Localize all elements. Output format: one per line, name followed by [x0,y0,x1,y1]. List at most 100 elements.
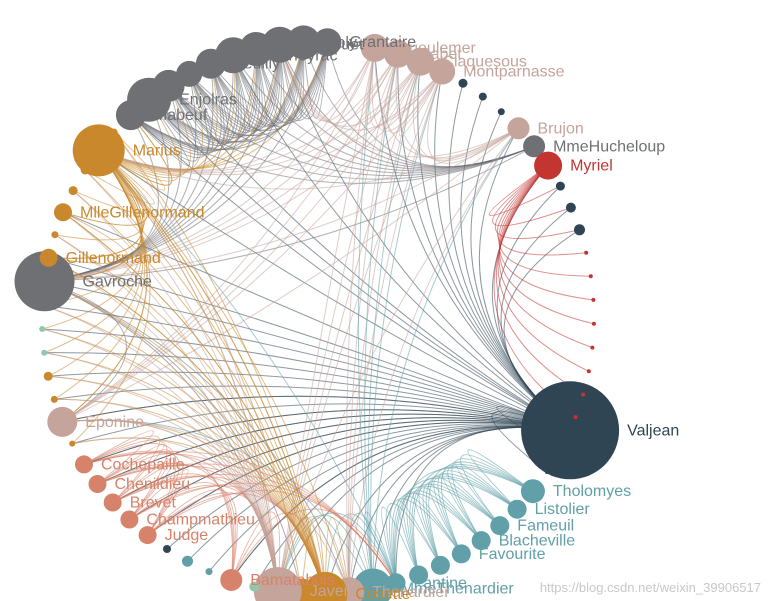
graph-node-bamatabois[interactable] [220,569,243,591]
graph-node[interactable] [545,470,549,474]
graph-edge [98,55,236,173]
node-label: Courfeyrac [259,47,337,64]
graph-node[interactable] [555,181,565,191]
graph-node-montparnasse[interactable] [429,58,456,85]
graph-node[interactable] [68,186,78,196]
graph-node[interactable] [574,224,585,236]
graph-edge [148,42,328,143]
graph-edge [253,426,571,587]
graph-node-combeferre[interactable] [152,69,185,102]
node-label: Fameuil [517,518,574,535]
graph-node[interactable] [110,128,118,136]
graph-node-marius[interactable] [72,124,125,177]
graph-node[interactable] [591,321,596,326]
graph-edge [392,485,501,583]
graph-edge [499,165,595,325]
graph-edge [72,190,326,595]
graph-node-gueulemer[interactable] [360,33,389,62]
watermark: https://blog.csdn.net/weixin_39906517 [539,580,761,595]
graph-node[interactable] [497,108,505,116]
graph-node[interactable] [581,392,586,397]
graph-node[interactable] [478,92,487,101]
graph-edge [232,42,304,124]
graph-node[interactable] [43,371,53,381]
graph-node-gavroche[interactable] [14,251,75,312]
node-label: Feuilly [234,56,280,73]
graph-node-gillenormand[interactable] [39,248,58,267]
graph-edge [279,44,519,158]
graph-edge [422,480,501,566]
graph-node-mllegillenormand[interactable] [54,203,72,222]
graph-labels: ValjeanTholomyesListolierFameuilBlachevi… [66,34,680,601]
node-label: Chenildieu [115,476,191,493]
graph-edge [148,44,281,144]
graph-edge [230,508,397,584]
graph-edge [168,42,328,137]
graph-node-joly[interactable] [286,25,321,60]
graph-edge [54,150,146,400]
node-label: Claquesous [442,54,527,71]
graph-node-judge[interactable] [138,526,157,545]
graph-edge [42,304,279,592]
graph-node[interactable] [51,231,59,239]
graph-node-dahlia[interactable] [430,555,450,575]
graph-node-mmehucheloup[interactable] [523,135,546,158]
graph-node-chenildieu[interactable] [88,475,107,493]
graph-node-brujon[interactable] [507,117,530,140]
graph-edge [255,42,328,121]
graph-edge [303,42,535,168]
graph-node[interactable] [586,369,591,374]
graph-node[interactable] [249,581,260,592]
graph-node[interactable] [182,555,193,567]
graph-node-babet[interactable] [383,39,412,68]
graph-node[interactable] [69,440,76,447]
graph-edge [44,280,571,431]
graph-node[interactable] [39,326,46,332]
graph-edge [130,73,209,159]
graph-node-javert[interactable] [253,567,302,601]
graph-node[interactable] [205,568,213,576]
graph-edge [62,150,148,226]
graph-node-myriel[interactable] [534,151,563,180]
graph-node-grantaire[interactable] [313,28,342,57]
graph-edge [406,490,482,576]
graph-node[interactable] [573,415,578,420]
graph-edge [498,165,593,349]
graph-node-listolier[interactable] [507,499,527,519]
graph-node[interactable] [348,41,354,47]
graph-edge [230,511,281,592]
graph-node-valjean[interactable] [521,381,620,480]
graph-node-brevet[interactable] [103,493,122,512]
graph-node-champmathieu[interactable] [120,510,139,529]
graph-edge [97,462,234,581]
graph-node[interactable] [565,202,576,213]
graph-node[interactable] [50,395,58,403]
graph-edge [97,444,165,503]
graph-edge [279,44,421,127]
graph-edge [54,150,146,241]
graph-node-eponine[interactable] [47,406,78,437]
graph-node-claquesous[interactable] [406,47,435,76]
graph-edge [370,71,443,589]
graph-node[interactable] [41,349,48,356]
graph-node-fameuil[interactable] [490,516,510,536]
graph-node[interactable] [557,449,562,454]
graph-node[interactable] [590,345,595,350]
graph-node-zephine[interactable] [409,565,429,585]
graph-node-cochepaille[interactable] [75,455,93,474]
graph-edge [44,352,571,431]
graph-edge [97,453,180,536]
graph-node[interactable] [591,297,596,302]
graph-node-tholomyes[interactable] [520,479,545,504]
graph-node-favourite[interactable] [451,544,471,564]
graph-node-blacheville[interactable] [471,531,491,551]
graph-node-prouvaire[interactable] [176,60,203,87]
graph-node[interactable] [584,250,589,255]
graph-node[interactable] [588,274,593,279]
graph-node[interactable] [458,78,468,88]
graph-node[interactable] [163,545,171,553]
graph-edge [42,304,326,595]
graph-edge [428,483,482,555]
graph-edge [98,131,166,191]
node-label: Babet [420,46,462,63]
